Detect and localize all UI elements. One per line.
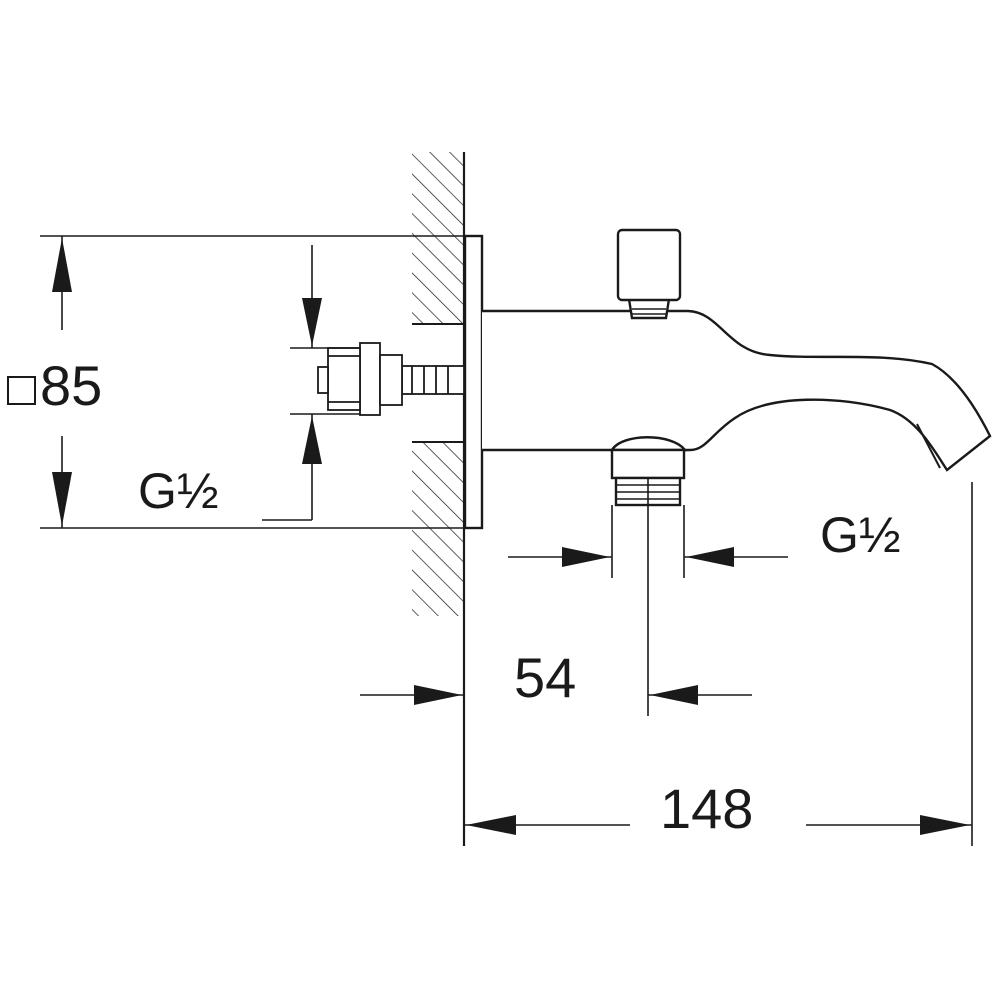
arrow-down (52, 472, 72, 526)
arrow-left (650, 685, 698, 705)
wall (412, 152, 466, 846)
arrow-right (414, 685, 462, 705)
arrow-left (466, 815, 516, 835)
wall-hatch-lower (412, 442, 464, 616)
arrow-up (52, 238, 72, 292)
arrow-right (562, 547, 610, 567)
spout-body (482, 309, 992, 472)
wall-hatch-upper (412, 152, 464, 324)
thread-outlet-label: G½ (820, 507, 901, 563)
diverter-knob (616, 228, 682, 320)
thread-inlet-label: G½ (138, 463, 219, 519)
inlet-nut-ring (379, 354, 403, 406)
dimension-thread-inlet (262, 245, 360, 521)
dimension-148 (464, 482, 973, 846)
square-symbol-icon (7, 376, 36, 405)
dimension-thread-outlet (508, 505, 788, 578)
arrow-down (302, 298, 322, 346)
dimension-148-label: 148 (660, 777, 753, 840)
inlet-thread-body (327, 347, 361, 411)
rosette-plate (463, 234, 484, 530)
inlet-nut-large (359, 342, 381, 416)
dimension-85-label: 85 (40, 354, 102, 417)
spout-tip-detail (916, 423, 941, 469)
outlet-nut (610, 448, 686, 480)
inlet-fitting (317, 342, 465, 416)
arrow-up (302, 416, 322, 464)
dimension-54 (360, 478, 752, 716)
arrow-right (920, 815, 970, 835)
diverter-knob-cap (616, 228, 682, 302)
dimension-85 (40, 235, 465, 529)
dimension-54-label: 54 (514, 646, 576, 709)
arrow-left (686, 547, 734, 567)
inlet-tip (317, 366, 329, 394)
